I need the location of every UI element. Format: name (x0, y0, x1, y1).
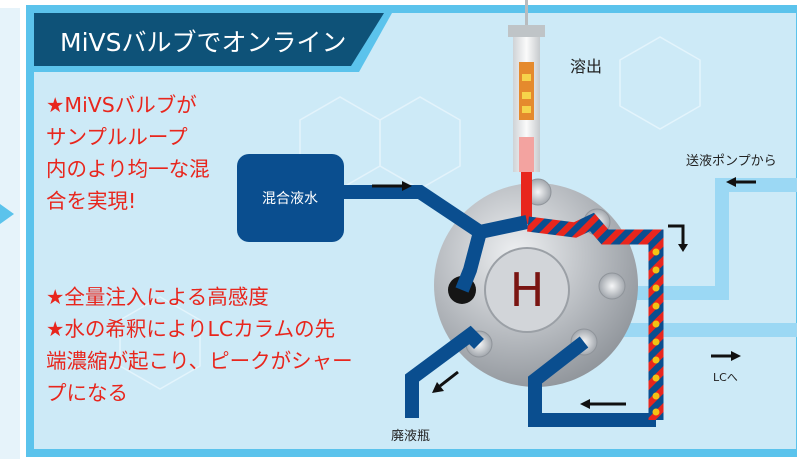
note-1-line-3: 内のより均一な混 (46, 157, 210, 181)
arrow-right-lc-icon (711, 351, 741, 361)
note-block-2: ★全量注入による高感度 ★水の希釈によりLCカラムの先 端濃縮が起こり、ピークが… (46, 281, 353, 409)
waste-line (405, 325, 484, 418)
valve-rotor (484, 247, 570, 333)
mixed-water-box (237, 154, 344, 242)
mixed-water-line (333, 185, 529, 293)
arrow-down-waste-icon (432, 370, 459, 393)
arrow-right-icon (372, 181, 412, 191)
to-lc-label: LCへ (713, 371, 738, 384)
return-line (528, 336, 656, 427)
header-title: MiVSバルブでオンライン (60, 28, 347, 57)
from-pump-label: 送液ポンプから (686, 154, 777, 169)
note-2-line-1: ★全量注入による高感度 (46, 285, 269, 309)
elution-line (521, 172, 532, 224)
note-2-line-4: プになる (46, 381, 128, 405)
left-arrow-tab (0, 204, 14, 224)
note-1-line-2: サンプルループ (46, 125, 188, 149)
note-1-line-1: ★MiVSバルブが (46, 93, 197, 117)
note-block-1: ★MiVSバルブが サンプルループ 内のより均一な混 合を実現! (46, 89, 210, 217)
arrow-left-icon (726, 177, 756, 187)
note-2-line-2: ★水の希釈によりLCカラムの先 (46, 317, 336, 341)
note-1-line-4: 合を実現! (46, 189, 137, 213)
left-strip (0, 8, 20, 459)
header-banner (34, 13, 384, 66)
syringe (508, 0, 545, 172)
loop-dots (652, 248, 660, 416)
arrow-left-return-icon (580, 399, 626, 409)
mixed-water-label: 混合液水 (262, 191, 318, 207)
waste-label: 廃液瓶 (391, 428, 430, 444)
flow-arrows (372, 177, 756, 409)
elution-label: 溶出 (570, 57, 602, 76)
note-2-line-3: 端濃縮が起こり、ピークがシャー (46, 349, 353, 373)
valve-letter: H (510, 263, 545, 317)
arrow-corner-icon (668, 224, 688, 252)
